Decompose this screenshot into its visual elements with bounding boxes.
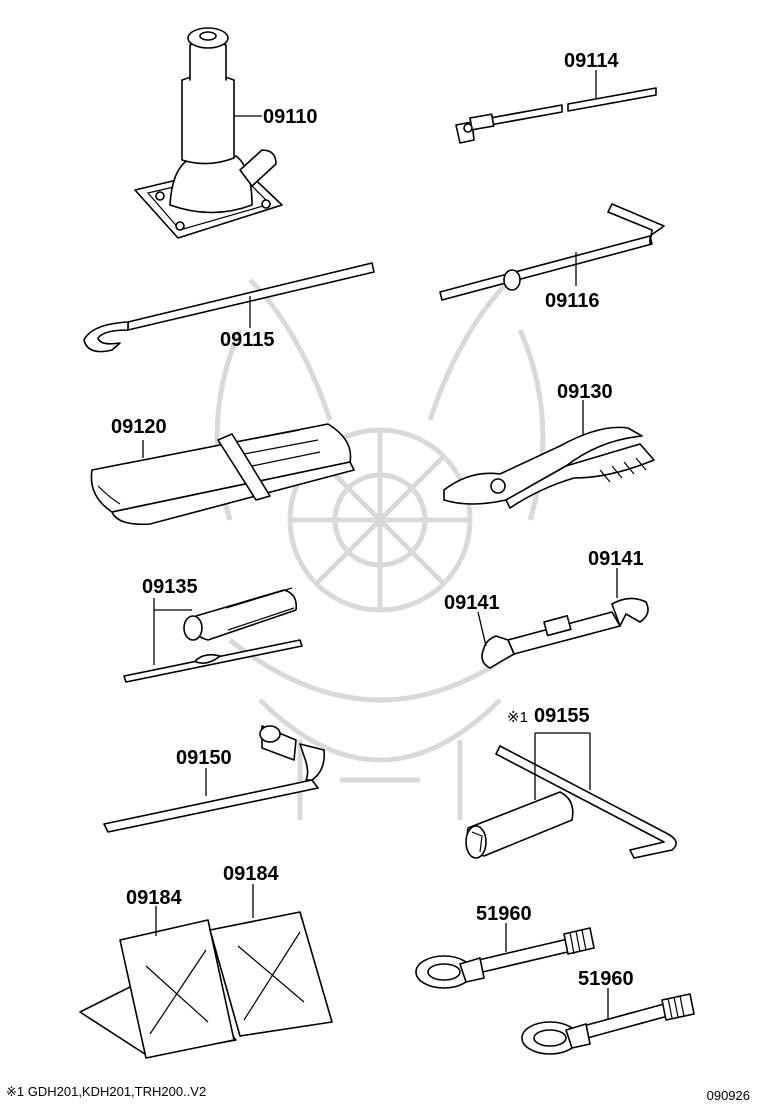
pliers-part xyxy=(443,426,655,509)
label-09135: 09135 xyxy=(142,576,198,598)
towing-hook-lower-part xyxy=(521,993,695,1055)
watermark-emblem xyxy=(214,278,546,820)
label-09155: 09155 xyxy=(534,705,590,727)
footnote: ※1 GDH201,KDH201,TRH200..V2 xyxy=(6,1084,207,1099)
label-51960-upper: 51960 xyxy=(476,903,532,925)
open-wrench-part xyxy=(481,597,649,669)
socket-wrench-part xyxy=(465,745,677,859)
jack-handle-part xyxy=(439,203,665,301)
lug-wrench-part xyxy=(103,725,326,833)
label-09120: 09120 xyxy=(111,416,167,438)
label-51960-lower: 51960 xyxy=(578,968,634,990)
label-09141-left: 09141 xyxy=(444,592,500,614)
label-09116: 09116 xyxy=(545,290,600,312)
label-09184-left: 09184 xyxy=(126,887,182,909)
hook-wrench-part xyxy=(83,262,375,353)
screwdriver-part xyxy=(123,587,303,683)
label-09141-right: 09141 xyxy=(588,548,644,570)
extension-bar-part xyxy=(455,87,657,144)
wheel-chock-part xyxy=(79,911,333,1059)
towing-hook-upper-part xyxy=(415,927,595,989)
label-09114: 09114 xyxy=(564,50,619,72)
label-09155-mark: ※1 xyxy=(507,709,528,726)
jack-part xyxy=(134,27,283,239)
diagram-code: 090926 xyxy=(706,1088,750,1103)
label-09110: 09110 xyxy=(263,106,318,128)
label-09130: 09130 xyxy=(557,381,613,403)
label-09115: 09115 xyxy=(220,329,275,351)
label-09184-right: 09184 xyxy=(223,863,279,885)
label-09150: 09150 xyxy=(176,747,232,769)
tool-bag-part xyxy=(90,423,355,526)
